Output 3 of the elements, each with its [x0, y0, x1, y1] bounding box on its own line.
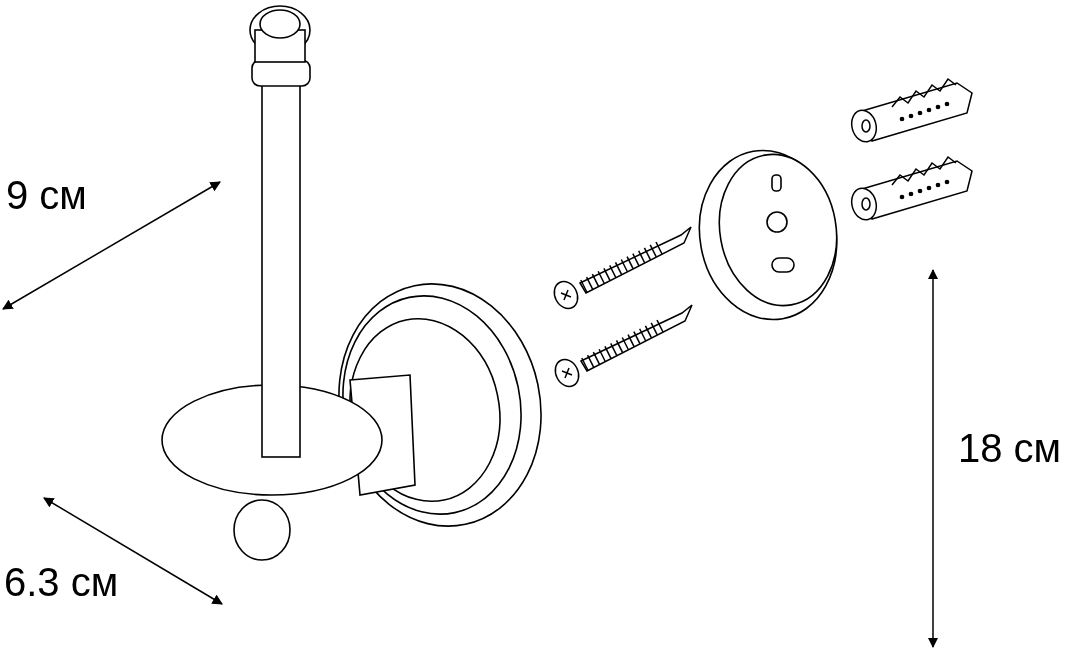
- dimension-label: 6.3 см: [4, 562, 119, 602]
- dimension-label: 9 см: [6, 175, 87, 215]
- dimension-label: 18 см: [958, 428, 1062, 468]
